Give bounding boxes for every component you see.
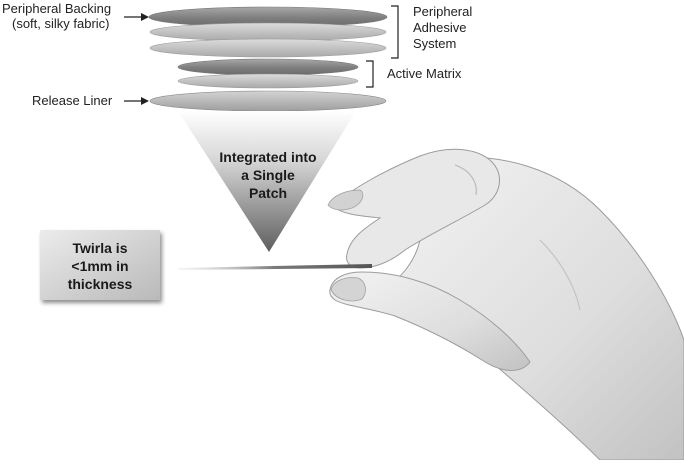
peripheral-adhesive-label-line2: Adhesive <box>413 20 466 35</box>
arrow-head-icon <box>141 13 149 21</box>
active-matrix-layer-2 <box>177 73 359 89</box>
active-matrix-layer-1 <box>177 58 359 76</box>
thumbnail <box>330 277 366 302</box>
patch-strip <box>178 264 372 270</box>
peripheral-backing-label-group: Peripheral Backing (soft, silky fabric) <box>2 1 149 31</box>
funnel-text-line2: a Single <box>241 167 295 183</box>
thickness-text-line2: <1mm in <box>71 258 128 274</box>
funnel-text-line1: Integrated into <box>219 149 316 165</box>
peripheral-backing-label: Peripheral Backing <box>2 1 111 16</box>
peripheral-adhesive-bracket-group: Peripheral Adhesive System <box>391 4 472 59</box>
right-bracket <box>366 60 374 88</box>
thumb <box>329 271 531 371</box>
peripheral-adhesive-label-line1: Peripheral <box>413 4 472 19</box>
release-liner-label: Release Liner <box>32 93 113 108</box>
peripheral-backing-sublabel: (soft, silky fabric) <box>12 16 110 31</box>
peripheral-adhesive-label-line3: System <box>413 36 456 51</box>
thickness-text-line1: Twirla is <box>73 240 128 256</box>
arrow-head-icon <box>141 97 149 105</box>
funnel-text-line3: Patch <box>249 185 287 201</box>
layer-stack <box>148 6 388 112</box>
thickness-text-line3: thickness <box>68 276 133 292</box>
funnel-shape <box>178 111 356 252</box>
integration-funnel: Integrated into a Single Patch <box>178 111 356 252</box>
palm-crease <box>539 239 581 311</box>
active-matrix-bracket-group: Active Matrix <box>366 60 462 88</box>
active-matrix-label: Active Matrix <box>387 66 462 81</box>
release-liner-label-group: Release Liner <box>32 93 149 108</box>
thickness-box <box>40 230 160 300</box>
thickness-callout: Twirla is <1mm in thickness <box>40 230 160 300</box>
peripheral-adhesive-layer-2 <box>149 38 387 58</box>
right-bracket <box>391 5 399 59</box>
peripheral-adhesive-layer-1 <box>149 22 387 42</box>
index-finger <box>331 148 500 269</box>
hand-illustration <box>327 148 684 461</box>
release-liner-layer <box>149 90 387 112</box>
index-fingernail <box>327 189 364 211</box>
knuckle-crease <box>454 164 477 196</box>
